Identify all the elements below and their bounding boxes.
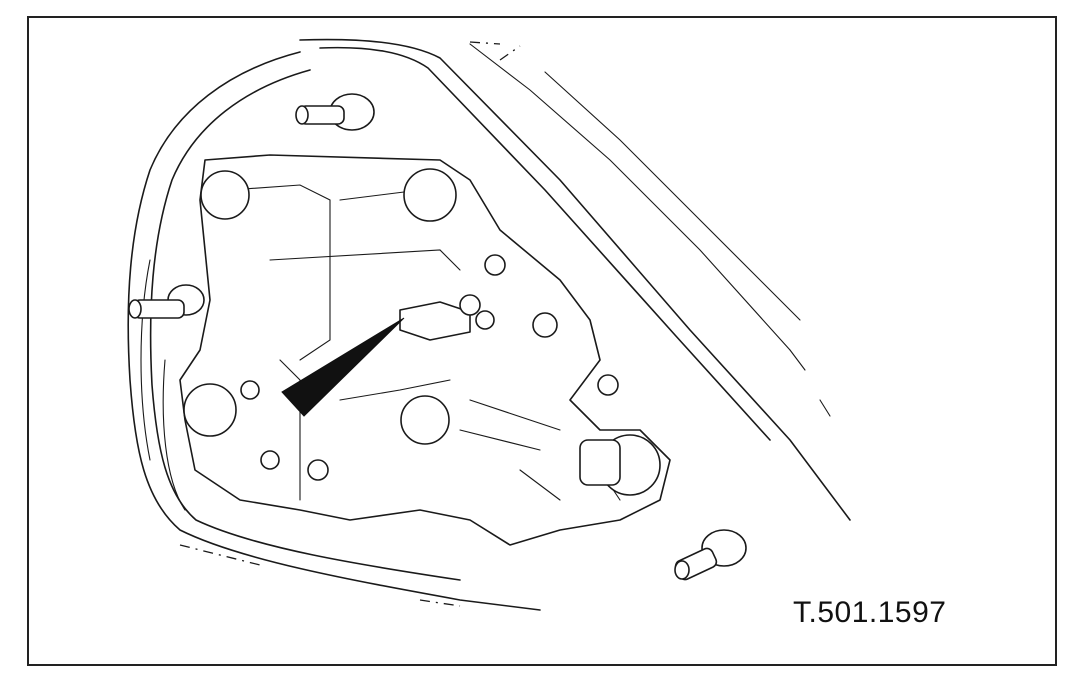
socket-upper-right (484, 254, 506, 276)
bulbs (183, 168, 661, 496)
lamp-housing-outline (127, 51, 541, 611)
bulb-upper-center (403, 168, 457, 222)
top-mounting-stud (295, 93, 375, 131)
bulb-lower-center (400, 395, 450, 445)
bulb-upper-left (200, 170, 250, 220)
connector (399, 294, 495, 341)
socket-bottom-left (260, 450, 280, 470)
bottom-right-mounting-stud (674, 529, 747, 581)
bulb-lower-left (183, 383, 237, 437)
socket-bottom (307, 459, 329, 481)
body-panel-outline (299, 38, 851, 521)
left-mounting-stud (128, 284, 205, 319)
indicator-arrow (281, 317, 405, 417)
socket-right-lower (597, 374, 619, 396)
figure-reference-code: T.501.1597 (793, 596, 947, 629)
socket-left (240, 380, 260, 400)
socket-right (532, 312, 558, 338)
